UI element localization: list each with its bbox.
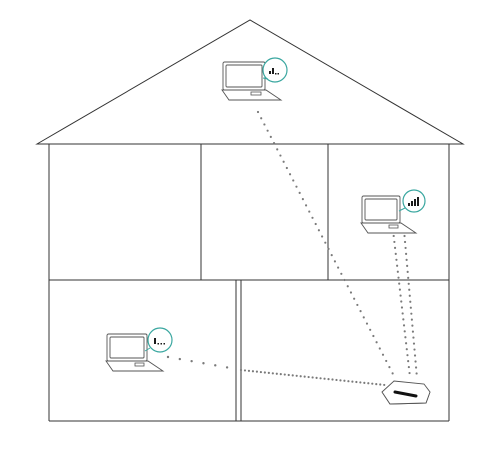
signal-paths <box>166 110 419 387</box>
signal-path-lower-left <box>166 355 238 371</box>
house-walls <box>48 144 450 422</box>
badge-connector <box>144 347 151 352</box>
router-icon <box>381 380 431 405</box>
signal-strength-icon <box>147 327 173 353</box>
badge-connector <box>262 77 269 80</box>
signal-path-upper-right <box>391 228 412 379</box>
laptop-icon <box>360 195 418 234</box>
badge-connector <box>398 207 406 212</box>
signal-path-upper-right-b <box>402 228 419 380</box>
laptop-icon <box>221 61 283 101</box>
signal-strength-icon <box>262 57 288 83</box>
roof <box>35 19 465 145</box>
signal-path-attic <box>256 110 397 380</box>
signal-path-lower-left-b <box>239 368 387 387</box>
signal-strength-icon <box>402 189 426 213</box>
laptop-icon <box>105 333 165 372</box>
